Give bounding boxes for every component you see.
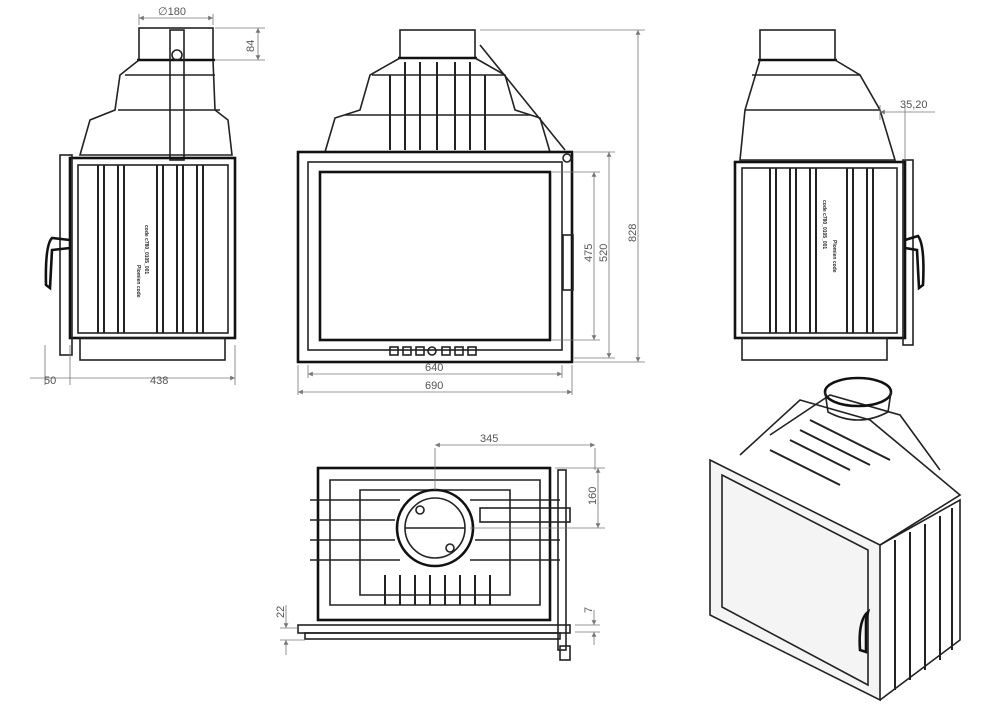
dim-step: 7 [583,607,595,613]
code-label: Plomien code [831,240,837,273]
left-side-view: Plomien code code c780_0105_001 ∅180 84 … [30,6,265,387]
dim-flue-diameter: ∅180 [158,6,186,18]
dim-offset-right: 35,20 [900,99,928,111]
dim-base: 22 [275,606,287,618]
top-view: 345 160 22 7 [275,433,605,661]
dim-total-height: 828 [627,224,639,242]
dim-flue-height: 84 [245,40,257,52]
dim-total-width: 690 [425,380,443,392]
code-label: code c780_0105_001 [143,225,149,274]
code-label: Plomien code [135,265,141,298]
dim-offset: 50 [44,375,56,387]
dim-door-height: 520 [598,244,610,262]
dim-glass-height: 475 [583,244,595,262]
code-label: code c780_0105_001 [821,200,827,249]
isometric-view [709,376,962,702]
dim-glass-width: 640 [425,362,443,374]
front-view: 640 690 475 520 828 [296,29,645,395]
dim-flue-x: 345 [480,433,498,445]
right-side-view: code c780_0105_001 Plomien code 35,20 [733,29,935,361]
dim-flue-y: 160 [587,487,599,505]
dim-depth: 438 [150,375,168,387]
